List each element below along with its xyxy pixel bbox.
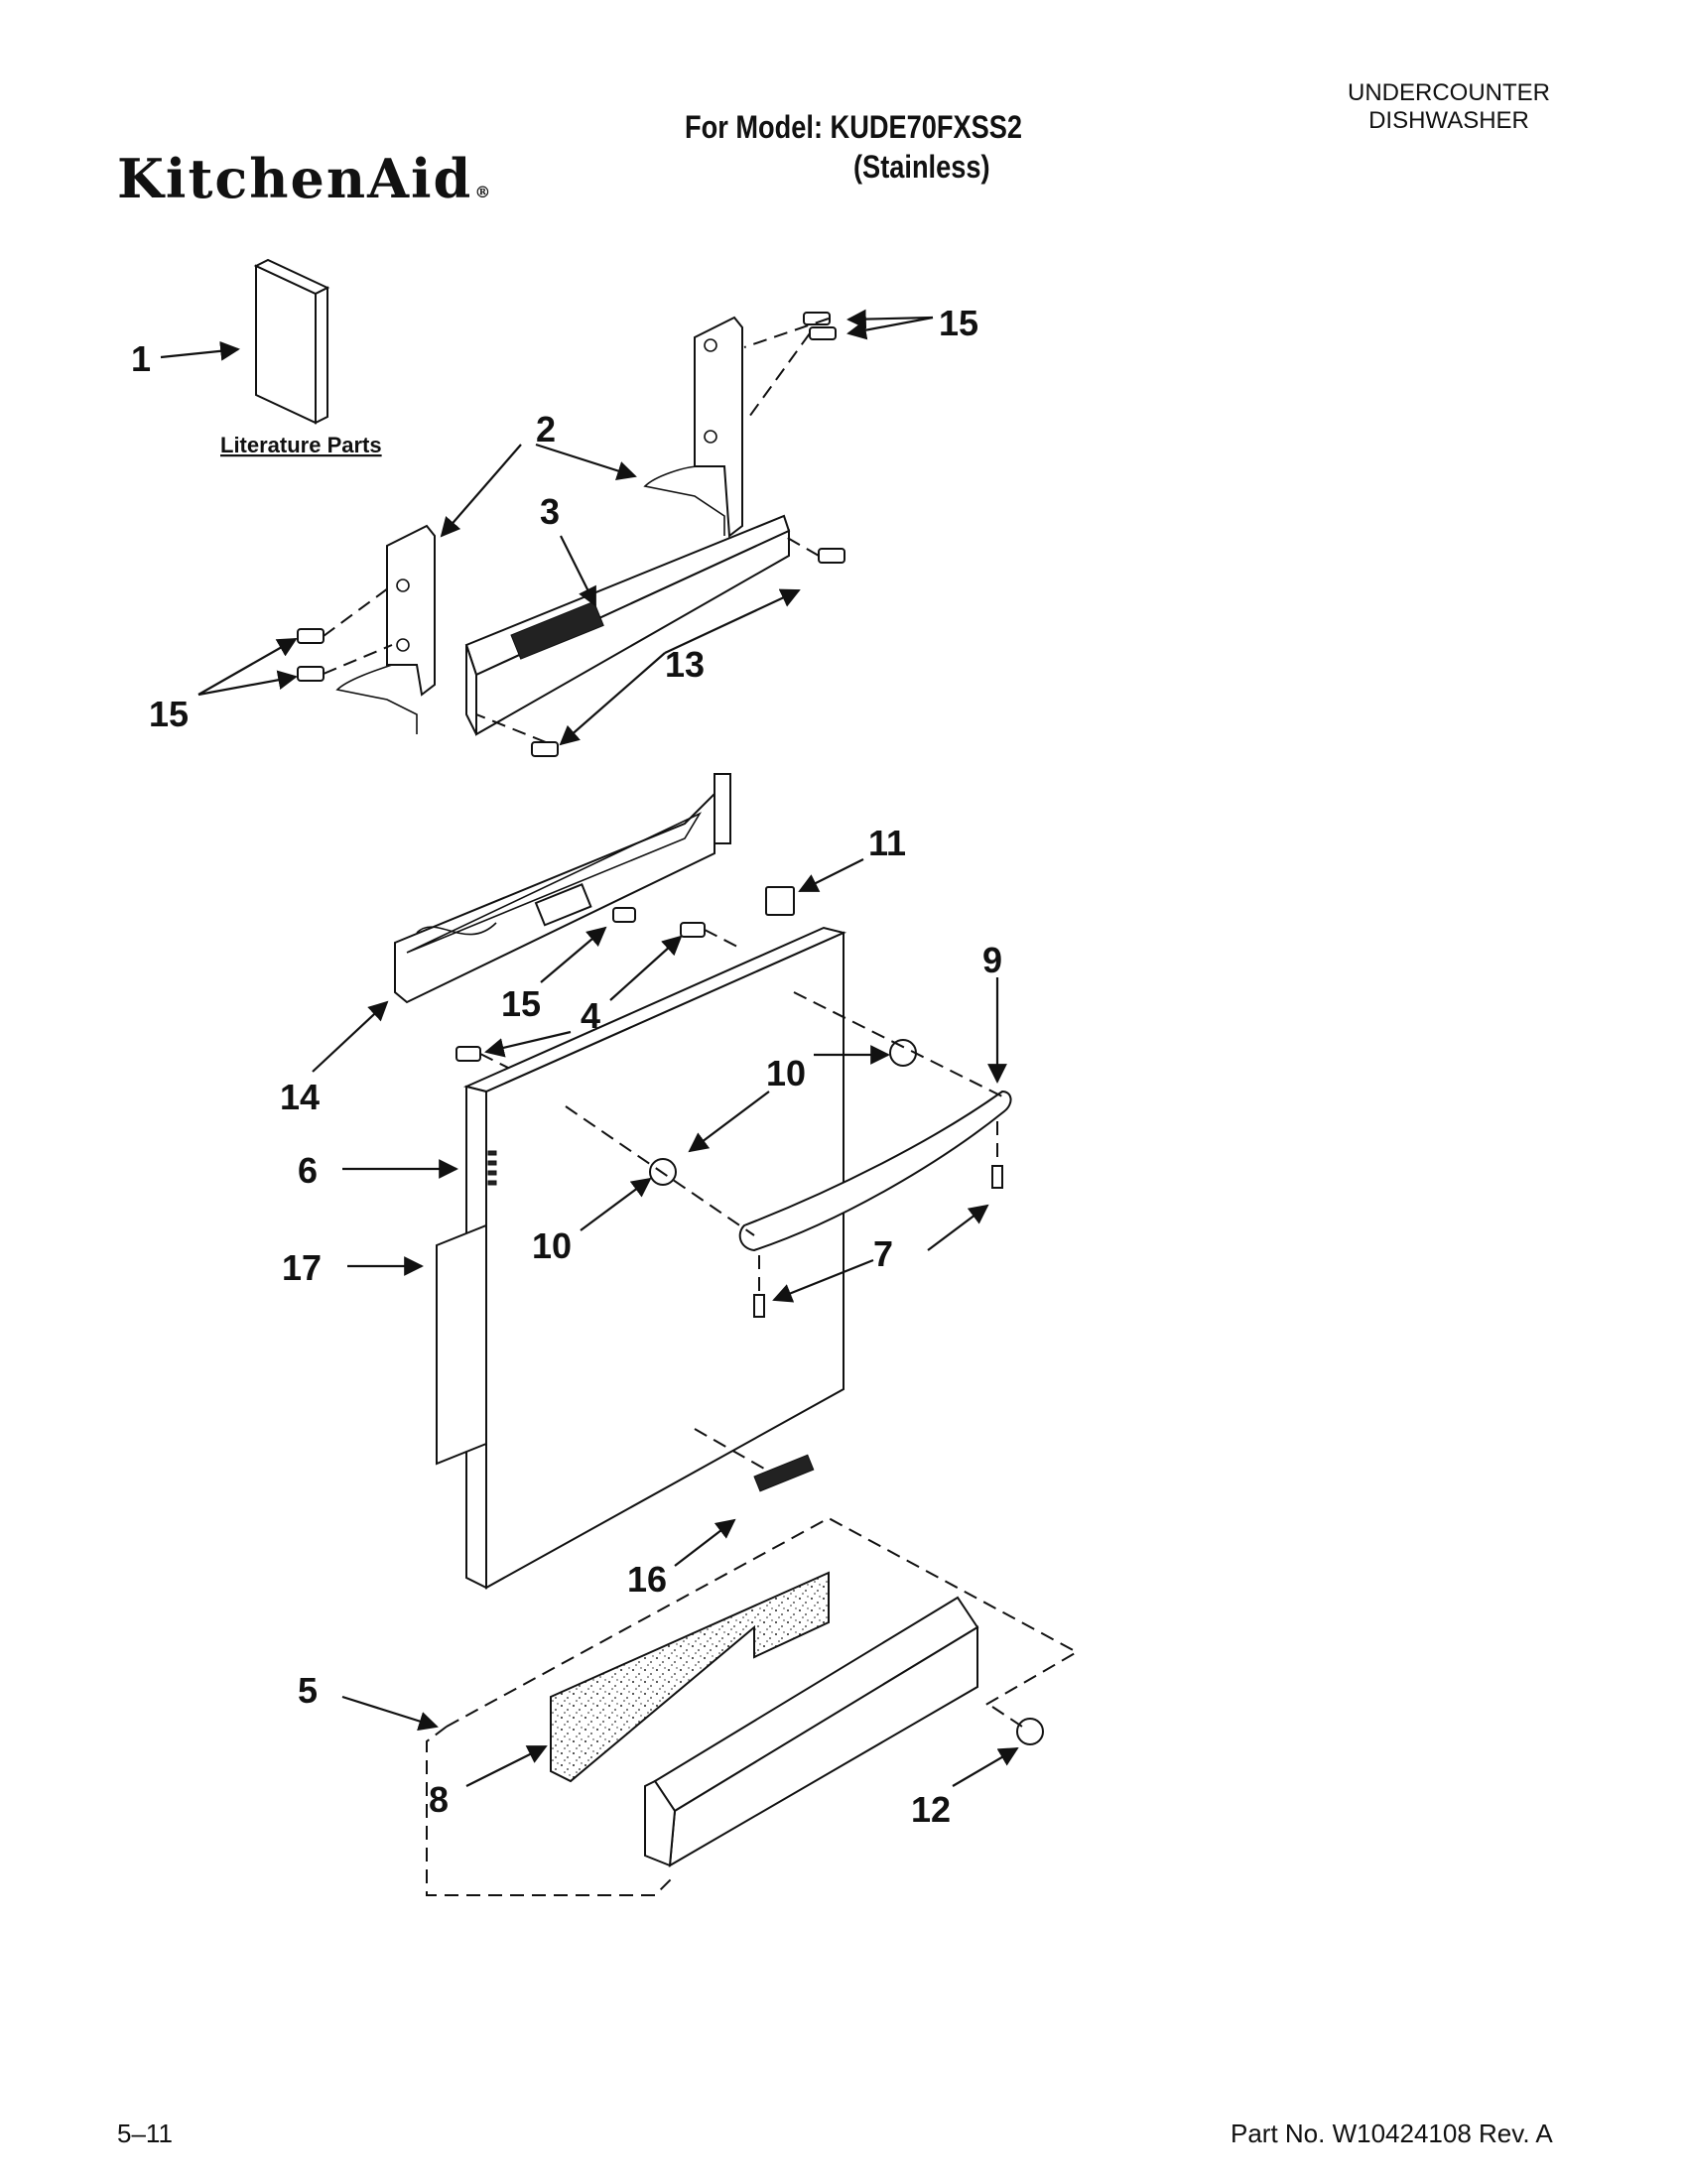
part-number: Part No. W10424108 Rev. A xyxy=(1231,2119,1553,2148)
callout-4: 4 xyxy=(581,995,600,1036)
callout-1: 1 xyxy=(131,338,151,379)
callout-10-left: 10 xyxy=(532,1225,572,1266)
callout-15-top: 15 xyxy=(939,303,978,343)
door-insulation xyxy=(436,1223,487,1466)
callout-13: 13 xyxy=(665,644,705,685)
callout-6: 6 xyxy=(298,1150,318,1191)
screw-15-top-b xyxy=(748,326,837,418)
callout-3: 3 xyxy=(540,491,560,532)
screw-15-top-a xyxy=(743,312,831,348)
door-vents xyxy=(487,1150,497,1186)
brand-name: KitchenAid xyxy=(117,147,473,210)
callout-14: 14 xyxy=(280,1077,320,1117)
page-number: 5–11 xyxy=(117,2119,173,2148)
callout-8: 8 xyxy=(429,1779,449,1820)
callout-9: 9 xyxy=(982,940,1002,980)
toe-panel-foam xyxy=(550,1571,830,1783)
toe-panel-screw xyxy=(991,1706,1044,1745)
toe-panel-assembly-outline xyxy=(426,1516,1080,1896)
door-bracket-right xyxy=(643,316,743,538)
screw-15-left-b xyxy=(297,644,393,682)
handle-mount-right xyxy=(793,991,1003,1097)
door-clip xyxy=(765,886,795,916)
door-badge xyxy=(694,1428,815,1492)
callout-16: 16 xyxy=(627,1559,667,1600)
handle-screw-right xyxy=(991,1121,1003,1189)
door-handle xyxy=(738,1090,1012,1252)
toe-panel xyxy=(644,1596,979,1867)
screw-15-mid xyxy=(612,907,636,923)
door-bracket-left xyxy=(335,524,436,734)
callout-7: 7 xyxy=(873,1233,893,1274)
access-panel xyxy=(464,514,791,736)
callout-10-right: 10 xyxy=(766,1053,806,1093)
callout-17: 17 xyxy=(282,1247,322,1288)
screw-15-left-a xyxy=(297,584,393,644)
registered-mark: ® xyxy=(474,183,493,201)
callout-2: 2 xyxy=(536,409,556,450)
callout-5: 5 xyxy=(298,1670,318,1711)
handle-screw-left xyxy=(753,1255,765,1318)
literature-parts-label: Literature Parts xyxy=(220,433,382,457)
product-category: UNDERCOUNTER DISHWASHER xyxy=(1270,79,1627,135)
screw-13-left xyxy=(475,713,559,757)
callout-11: 11 xyxy=(868,823,906,863)
category-line-2: DISHWASHER xyxy=(1368,107,1529,134)
handle-mount-left xyxy=(565,1105,755,1236)
literature-parts xyxy=(253,258,330,425)
callout-15-left: 15 xyxy=(149,694,189,734)
callout-15-mid: 15 xyxy=(501,983,541,1024)
control-module xyxy=(394,773,731,1004)
brand-logo: KitchenAid® xyxy=(117,147,492,210)
model-variant: (Stainless) xyxy=(853,149,990,185)
category-line-1: UNDERCOUNTER xyxy=(1348,79,1550,106)
screw-4-top xyxy=(680,922,740,949)
screw-13-right xyxy=(783,535,845,564)
door-panel xyxy=(462,926,847,1590)
callout-12: 12 xyxy=(911,1789,951,1830)
model-title: For Model: KUDE70FXSS2 xyxy=(685,109,1023,145)
